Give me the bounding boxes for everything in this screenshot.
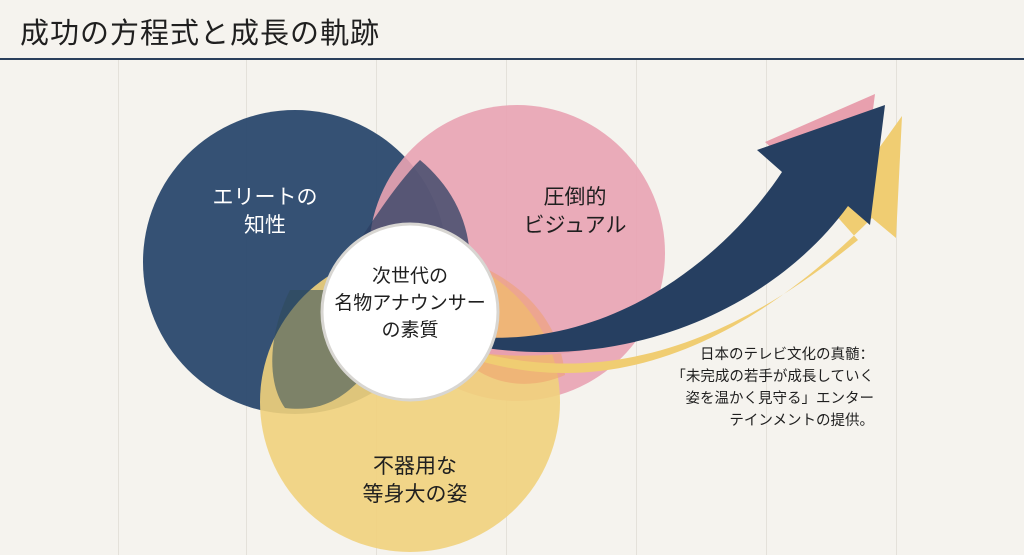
center-circle [320, 222, 500, 402]
label-line: 不器用な [373, 454, 457, 478]
grid-line [766, 60, 767, 555]
note-line: テインメントの提供。 [729, 413, 874, 429]
label-clumsy: 不器用な 等身大の姿 [355, 452, 475, 508]
grid-line [118, 60, 119, 555]
label-visual: 圧倒的 ビジュアル [505, 183, 645, 239]
label-center: 次世代の 名物アナウンサー の素質 [320, 263, 500, 344]
label-line: 知性 [244, 213, 286, 237]
label-line: 名物アナウンサー [334, 292, 486, 314]
note-line: 日本のテレビ文化の真髄： [700, 347, 874, 363]
note-line: 「未完成の若手が成長していく [671, 369, 874, 385]
label-line: 等身大の姿 [362, 482, 468, 506]
annotation-note: 日本のテレビ文化の真髄： 「未完成の若手が成長していく 姿を温かく見守る」エンタ… [671, 344, 874, 432]
label-line: 次世代の [371, 265, 448, 287]
label-line: の素質 [381, 319, 439, 341]
label-line: エリートの [212, 185, 318, 209]
label-line: ビジュアル [523, 213, 627, 237]
growth-arrow [462, 105, 885, 353]
note-line: 姿を温かく見守る」エンター [685, 391, 875, 407]
page-title: 成功の方程式と成長の軌跡 [20, 16, 381, 50]
title-bar: 成功の方程式と成長の軌跡 [0, 0, 1024, 60]
label-line: 圧倒的 [543, 185, 607, 209]
label-intelligence: エリートの 知性 [205, 183, 325, 239]
grid-line [896, 60, 897, 555]
